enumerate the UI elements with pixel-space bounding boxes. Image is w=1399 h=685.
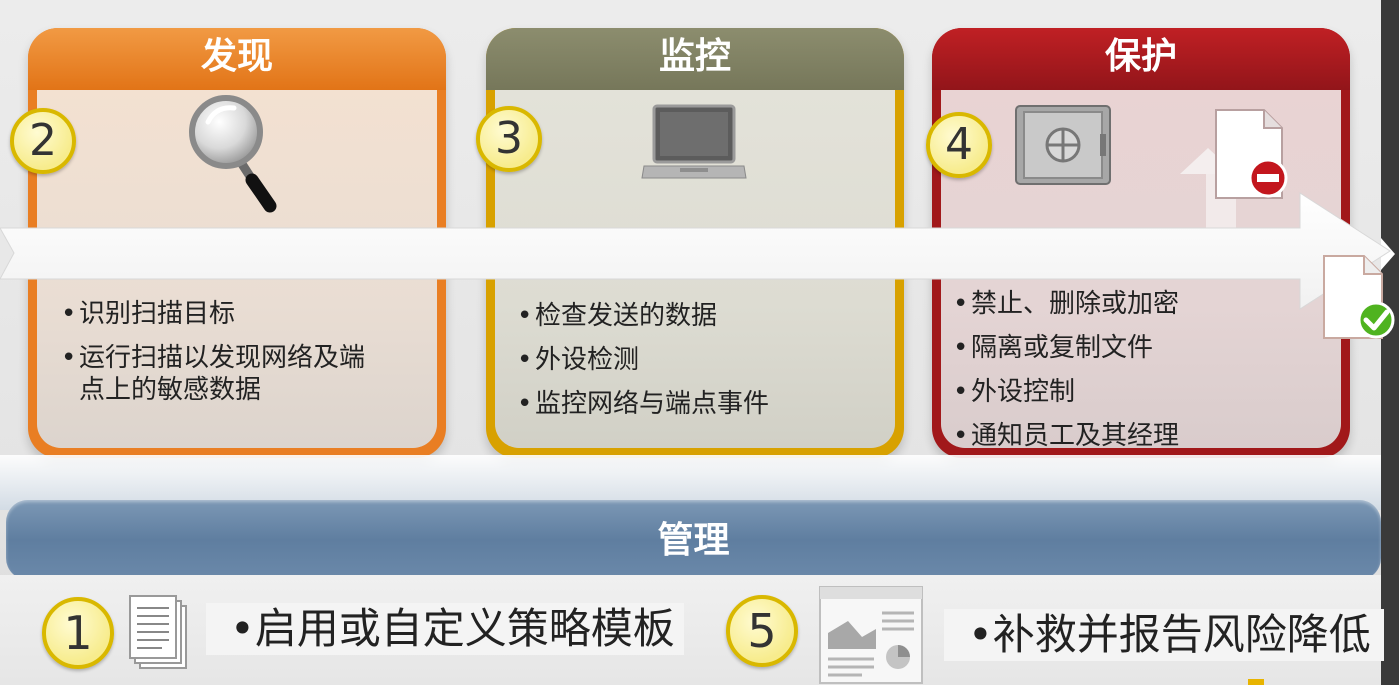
- protect-bullet-4: 通知员工及其经理: [953, 420, 1333, 452]
- discover-bullet-1: 识别扫描目标: [61, 298, 431, 330]
- protect-title: 保护: [932, 28, 1350, 90]
- step-1-badge: 1: [42, 597, 114, 669]
- step-1-label: •启用或自定义策略模板: [206, 603, 684, 655]
- monitor-title: 监控: [486, 28, 904, 90]
- protect-bullets: 禁止、删除或加密 隔离或复制文件 外设控制 通知员工及其经理: [953, 288, 1333, 458]
- monitor-bullets: 检查发送的数据 外设检测 监控网络与端点事件: [517, 300, 887, 432]
- step-4-badge: 4: [926, 112, 992, 178]
- blocked-document-icon: [1180, 109, 1288, 248]
- laptop-icon: [641, 104, 747, 179]
- right-edge-strip: [1381, 0, 1399, 685]
- document-stack-icon: [129, 595, 187, 669]
- corner-accent: [1248, 679, 1264, 685]
- monitor-panel: 监控 检查发送的数据 外设检测 监控网络与端点事件: [486, 28, 904, 458]
- monitor-bullet-1: 检查发送的数据: [517, 300, 887, 332]
- step-5-badge: 5: [726, 595, 798, 667]
- step-3-badge: 3: [476, 106, 542, 172]
- discover-title: 发现: [28, 28, 446, 90]
- manage-bar: 管理: [6, 500, 1381, 580]
- monitor-bullet-3: 监控网络与端点事件: [517, 388, 887, 420]
- step-2-badge: 2: [10, 108, 76, 174]
- monitor-bullet-2: 外设检测: [517, 344, 887, 376]
- discover-bullets: 识别扫描目标 运行扫描以发现网络及端点上的敏感数据: [61, 298, 431, 418]
- approved-document-icon: [1323, 255, 1395, 339]
- magnifier-icon: [189, 95, 277, 213]
- discover-bullet-2: 运行扫描以发现网络及端点上的敏感数据: [61, 342, 389, 406]
- protect-bullet-1: 禁止、删除或加密: [953, 288, 1333, 320]
- safe-icon: [1015, 105, 1111, 185]
- step-5-label: •补救并报告风险降低: [944, 609, 1384, 661]
- protect-bullet-3: 外设控制: [953, 376, 1333, 408]
- report-icon: [819, 586, 923, 684]
- protect-bullet-2: 隔离或复制文件: [953, 332, 1333, 364]
